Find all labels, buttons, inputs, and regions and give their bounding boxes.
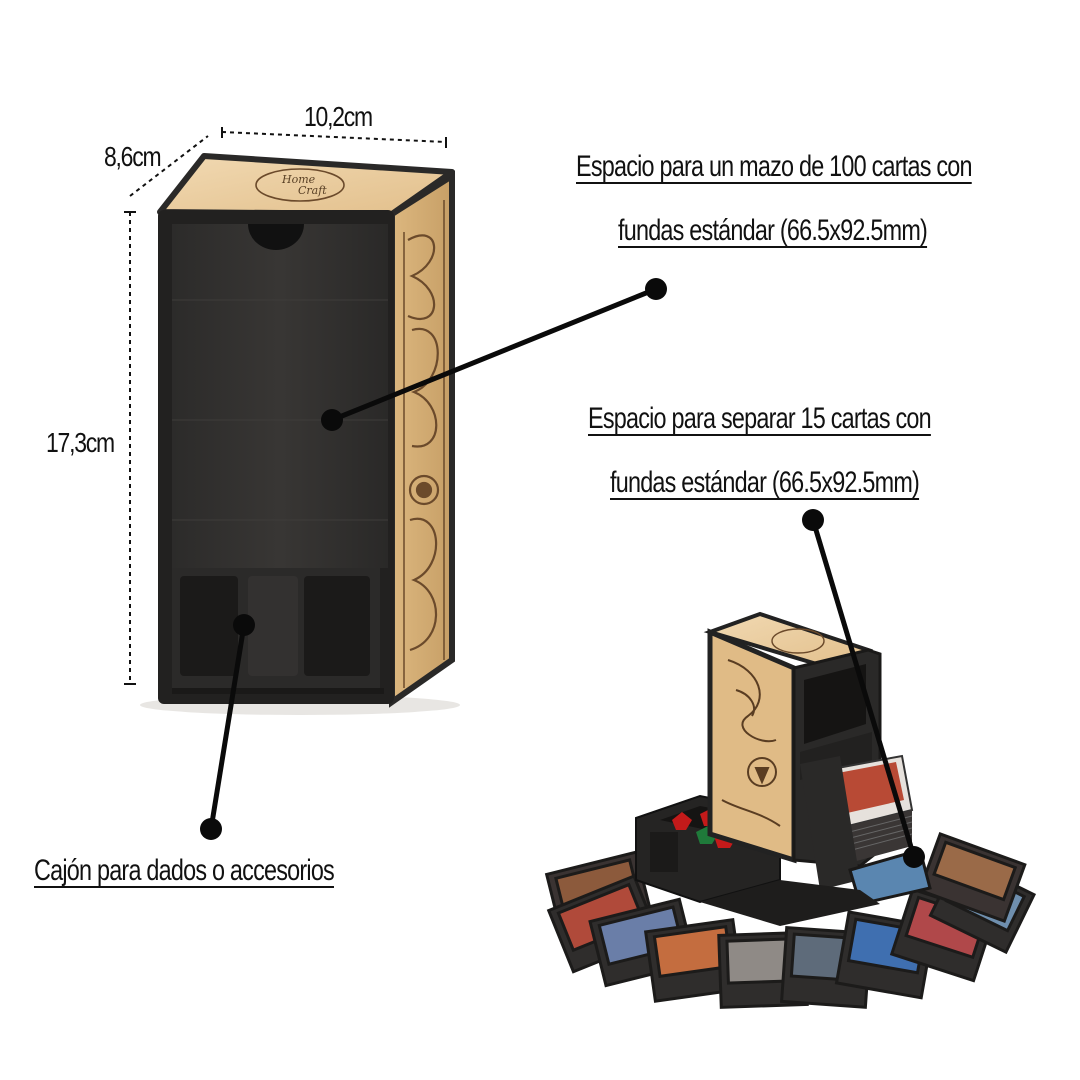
callout-pointers [200, 278, 925, 868]
dragon-engraving [721, 659, 781, 827]
open-box-scene [544, 611, 1037, 1009]
dimension-lines [124, 127, 447, 685]
height-label: 17,3cm [46, 428, 114, 459]
deck-callout-line1: Espacio para un mazo de 100 cartas con [576, 150, 973, 183]
drawer-callout: Cajón para dados o accesorios [34, 854, 335, 887]
celtic-knot-engraving [403, 200, 445, 688]
width-label: 10,2cm [304, 102, 372, 133]
deck-box-main: Home Craft [140, 153, 460, 715]
deck-callout-line2: fundas estándar (66.5x92.5mm) [618, 214, 928, 247]
logo-text-line2: Craft [298, 184, 327, 197]
logo-text-line1: Home [281, 173, 316, 186]
depth-label: 8,6cm [104, 142, 160, 173]
card-fan [544, 832, 1037, 1009]
separator-callout-line1: Espacio para separar 15 cartas con [588, 402, 932, 435]
separator-callout-line2: fundas estándar (66.5x92.5mm) [610, 466, 920, 499]
